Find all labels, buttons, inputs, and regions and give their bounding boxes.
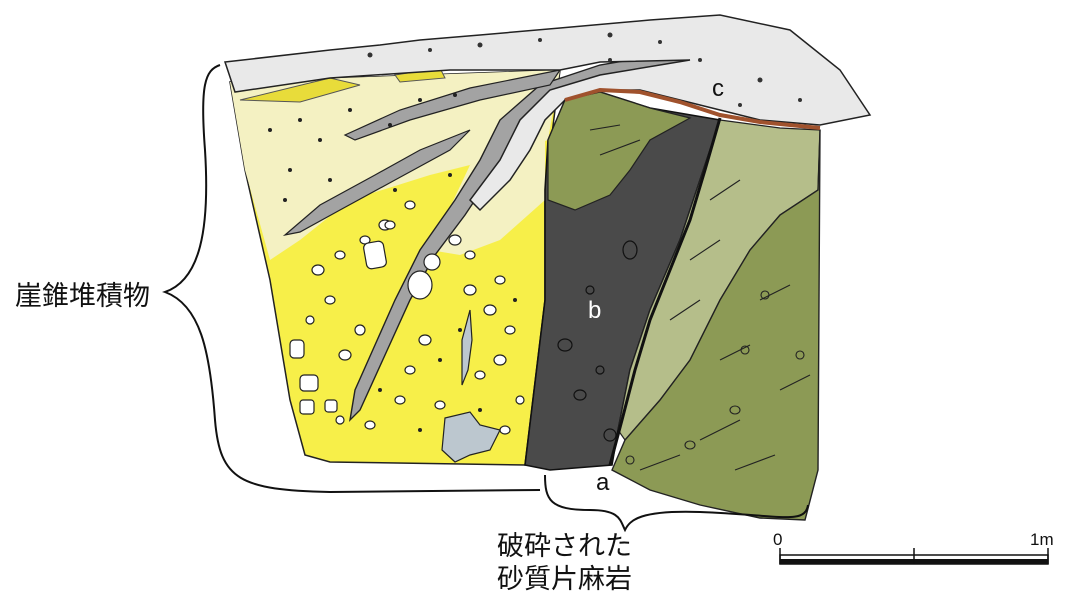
label-fractured-line2: 砂質片麻岩 xyxy=(497,564,632,593)
scale-bar: 0 1m xyxy=(773,530,1054,564)
label-point-c: c xyxy=(712,75,724,102)
label-talus: 崖錐堆積物 xyxy=(15,281,150,312)
label-fractured-line1: 破砕された xyxy=(497,531,632,562)
label-point-a: a xyxy=(596,469,610,496)
label-point-b: b xyxy=(588,297,601,324)
scale-end-label: 1m xyxy=(1030,530,1054,549)
scale-start-label: 0 xyxy=(773,530,782,549)
